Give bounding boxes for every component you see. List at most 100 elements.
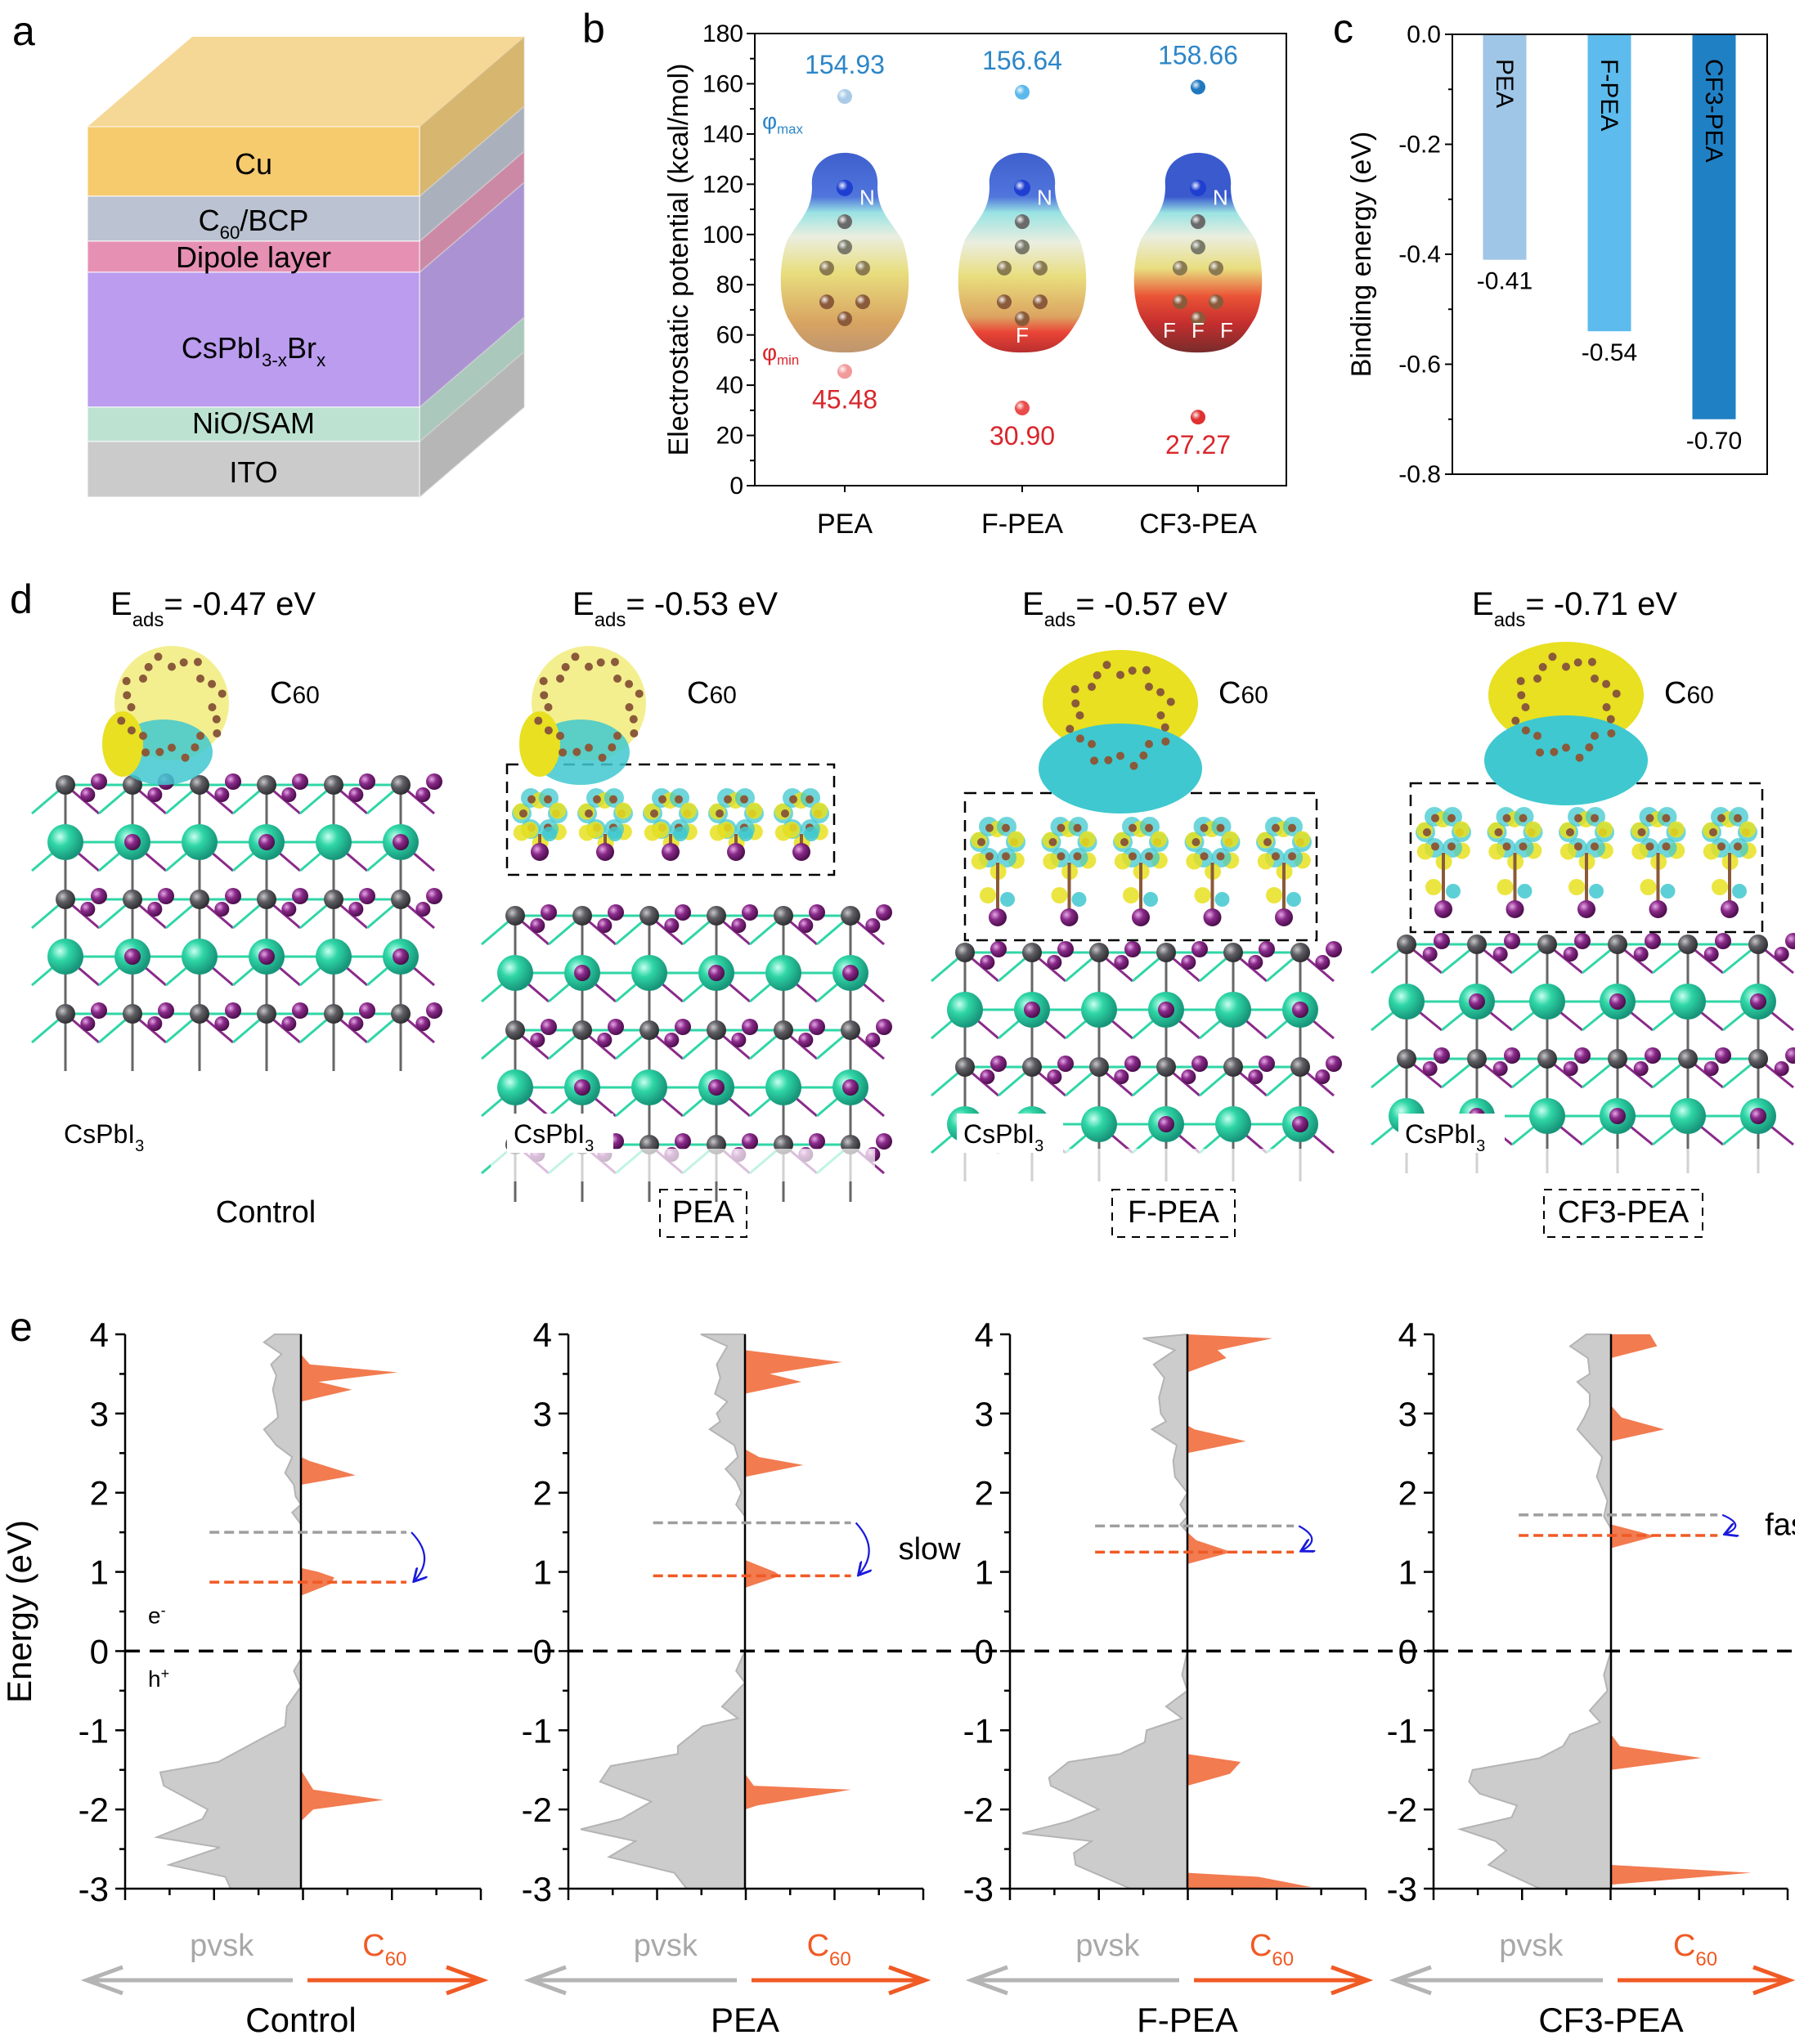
carbon-atom (1566, 828, 1574, 836)
iso-yellow (1524, 821, 1541, 838)
carbon-atom (1191, 838, 1200, 846)
carbon-atom (559, 748, 568, 757)
atom-highlight (1190, 179, 1206, 196)
carbon-atom (1129, 852, 1137, 861)
iodine-atom (359, 1002, 375, 1019)
iodine-atom (214, 902, 230, 917)
y-tick-label: 2 (975, 1474, 994, 1513)
pb-atom (774, 906, 793, 926)
carbon-atom (585, 743, 593, 752)
carbon-atom (218, 689, 227, 698)
pb-atom (1467, 935, 1487, 954)
iodine-atom (415, 902, 431, 917)
iodine-atom (1750, 1108, 1766, 1124)
iodine-atom (1504, 1047, 1520, 1064)
c60-main: C (1664, 676, 1686, 710)
pb-atom (707, 1020, 726, 1040)
carbon-atom (1494, 828, 1503, 836)
carbon-atom (1662, 842, 1671, 851)
pb-atom (1748, 1049, 1768, 1069)
eads-sub: ads (132, 609, 164, 631)
iso-cyan (804, 827, 819, 841)
y-axis-label: Energy (eV) (0, 1520, 38, 1703)
iso-yellow (783, 822, 800, 838)
electron-main: e (148, 1603, 161, 1629)
cs-atom (947, 992, 983, 1028)
iodine-atom (608, 904, 624, 921)
carbon-atom (1073, 823, 1082, 832)
carbon-atom (571, 652, 580, 661)
panel-label-c: c (1333, 6, 1353, 52)
carbon-atom (561, 662, 570, 671)
iodine-atom (1609, 1108, 1626, 1124)
c60-molecule (1039, 650, 1202, 814)
iso-cyan (1214, 892, 1230, 907)
y-tick-label: -3 (963, 1870, 994, 1908)
eads-e: E (1022, 586, 1044, 622)
dos-panel-name: PEA (711, 2001, 779, 2039)
pb-atom (572, 906, 592, 926)
iso-yellow (1151, 831, 1168, 848)
y-tick-label: 4 (533, 1316, 552, 1354)
iodine-atom (1504, 933, 1520, 949)
sample-name-label: Control (216, 1195, 316, 1230)
carbon-atom (1145, 682, 1154, 691)
carbon-atom (1502, 814, 1511, 823)
carbon-atom (1574, 814, 1582, 823)
iodine-atom (876, 1019, 892, 1035)
pvsk-arrowhead (965, 1965, 1008, 1996)
c60-main: C (1218, 676, 1241, 710)
carbon-atom (1717, 842, 1725, 851)
iodine-atom (1434, 900, 1452, 918)
iodine-atom (348, 787, 364, 802)
layer-label-rest: /BCP (240, 204, 308, 237)
c60-molecule (102, 646, 229, 785)
phi-max-legend-main: φ (762, 109, 777, 134)
atom-highlight (1173, 294, 1187, 310)
c60-arrowhead (446, 1965, 489, 1996)
iso-yellow (615, 802, 632, 819)
bar-category-label: F-PEA (1595, 59, 1622, 131)
iso-cyan (1000, 892, 1015, 907)
y-tick-label: 2 (90, 1474, 109, 1513)
carbon-atom (1070, 685, 1079, 694)
carbon-atom (1161, 737, 1170, 746)
iso-yellow (1266, 887, 1282, 903)
carbon-atom (1087, 682, 1096, 691)
c60-molecule (1484, 642, 1648, 805)
carbon-atom (806, 795, 814, 804)
pb-atom (955, 1057, 975, 1077)
y-tick-label: 4 (1398, 1316, 1417, 1354)
layer-label: C60/BCP (199, 204, 309, 243)
iodine-atom (876, 904, 892, 921)
iodine-atom (727, 843, 745, 861)
iodine-atom (1563, 1061, 1578, 1076)
carbon-atom (1048, 838, 1057, 846)
carbon-atom (1073, 852, 1082, 861)
carbon-atom (1116, 751, 1124, 760)
pb-atom (1467, 1049, 1487, 1069)
carbon-atom (625, 703, 634, 711)
pb-atom (391, 1004, 411, 1024)
iodine-atom (124, 948, 141, 965)
iodine-atom (1721, 900, 1739, 918)
iodine-atom (1203, 908, 1222, 926)
electron-transfer-arrow (1721, 1513, 1735, 1534)
iodine-atom (596, 843, 614, 861)
electron-transfer-arrow (1298, 1525, 1312, 1550)
pb-atom (1397, 935, 1416, 954)
carbon-atom (1612, 689, 1621, 698)
carbon-atom (1087, 740, 1096, 749)
atom-highlight (837, 240, 852, 255)
layer-label-sub: 3-x (262, 350, 287, 370)
pvsk-arrowhead (80, 1965, 123, 1996)
iodine-atom (662, 843, 680, 861)
iodine-atom (608, 1019, 624, 1035)
iso-cyan (1286, 892, 1301, 907)
layer-front-face (87, 195, 420, 242)
y-tick-label: -0.8 (1398, 461, 1441, 488)
pvsk-arrowhead (1389, 1965, 1432, 1996)
pvsk-dos-area (1456, 1334, 1612, 1889)
carbon-atom (179, 658, 188, 667)
carbon-atom (1532, 674, 1541, 683)
